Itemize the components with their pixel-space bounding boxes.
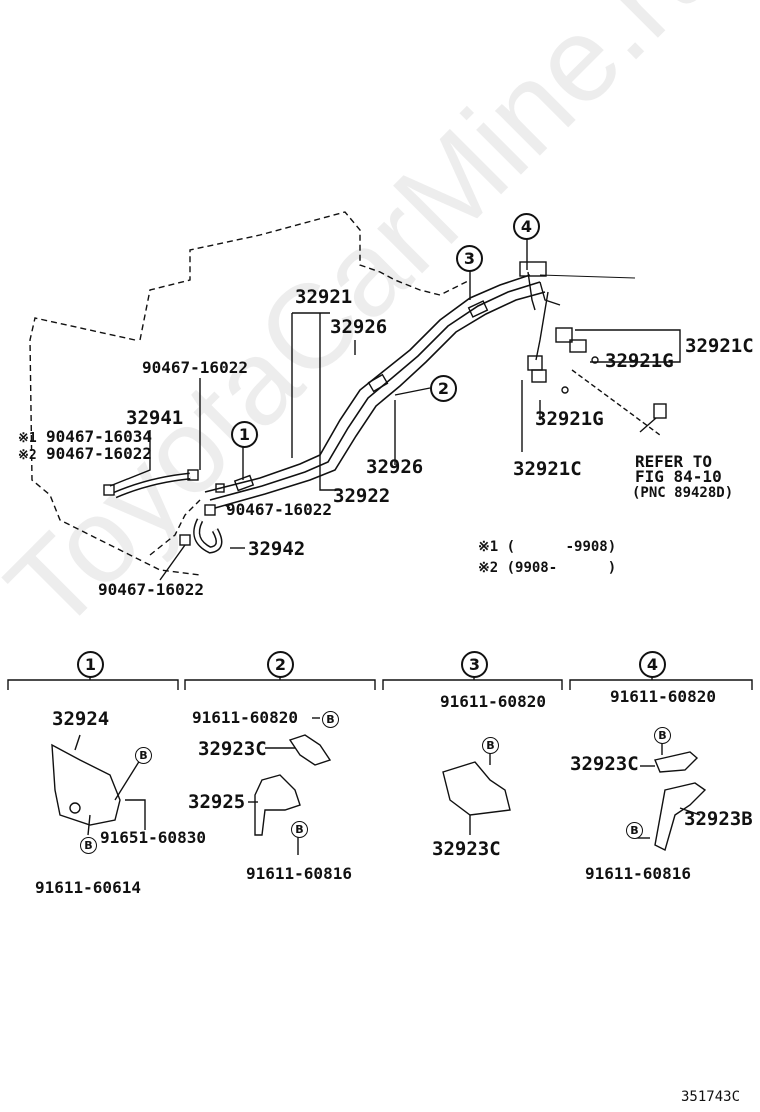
callout-4: 4 (513, 213, 540, 240)
detail-2-bolt-mark-2: B (291, 821, 308, 838)
detail-2-part-91611-60820: 91611-60820 (192, 708, 298, 727)
part-32941: 32941 (126, 407, 184, 429)
detail-3-part-32923C: 32923C (432, 838, 501, 860)
clamp-90467-lower: 90467-16022 (98, 580, 204, 599)
part-32921G-right: 32921G (605, 350, 674, 372)
note-x1: ※1 ( -9908) (478, 539, 617, 555)
clamp-32923C-d4 (654, 751, 699, 773)
detail-3-bolt-mark: B (482, 737, 499, 754)
detail-4-part-91611-60816: 91611-60816 (585, 864, 691, 883)
detail-2-number: 2 (267, 651, 294, 678)
part-32942: 32942 (248, 538, 306, 560)
tube-clamp-2 (367, 373, 389, 393)
tube-clamp-1 (233, 474, 255, 492)
detail-3-number: 3 (461, 651, 488, 678)
callout-2: 2 (430, 375, 457, 402)
detail-2-part-32923C: 32923C (198, 738, 267, 760)
callout-1: 1 (231, 421, 258, 448)
union-32921C-top (555, 327, 573, 343)
part-32926-bottom: 32926 (366, 456, 424, 478)
detail-4-part-91611-60820: 91611-60820 (610, 687, 716, 706)
part-32926-top: 32926 (330, 316, 388, 338)
detail-4-part-32923B: 32923B (684, 808, 753, 830)
part-32922: 32922 (333, 485, 391, 507)
detail-1-part-91611: 91611-60614 (35, 878, 141, 897)
detail-2-part-32925: 32925 (188, 791, 246, 813)
clamp-90467-center: 90467-16022 (226, 500, 332, 519)
mark-x1: ※1 (18, 431, 37, 446)
detail-2-part-91611-60816: 91611-60816 (246, 864, 352, 883)
mark-x2: ※2 (18, 448, 37, 463)
detail-4-bolt-mark-2: B (626, 822, 643, 839)
bracket-32925 (254, 774, 301, 836)
tube-clamp-4 (519, 261, 547, 277)
clamp-32923C-d3 (442, 761, 511, 816)
callout-3: 3 (456, 245, 483, 272)
detail-1-part-32924: 32924 (52, 708, 110, 730)
clamp-90467-x1: 90467-16034 (46, 427, 152, 446)
body-outline-lower (149, 499, 201, 556)
sensor-89428D (653, 403, 667, 419)
detail-1-bolt-mark-2: B (80, 837, 97, 854)
detail-1-bolt-mark-1: B (135, 747, 152, 764)
figure-id: 351743C (681, 1089, 741, 1105)
part-32921C-right: 32921C (685, 335, 754, 357)
clamp-90467-upper-left: 90467-16022 (142, 358, 248, 377)
refer-line-2: FIG 84-10 (635, 467, 722, 486)
detail-4-number: 4 (639, 651, 666, 678)
clamp-32923C-d2 (288, 734, 332, 766)
part-32921C-bottom: 32921C (513, 458, 582, 480)
clamp-90467-x2: 90467-16022 (46, 444, 152, 463)
part-32921: 32921 (295, 286, 353, 308)
part-32921G-mid: 32921G (535, 408, 604, 430)
bracket-32923B (654, 782, 707, 852)
union-32921C-left (527, 355, 543, 371)
detail-1-part-91651: 91651-60830 (100, 828, 206, 847)
detail-4-bolt-mark-1: B (654, 727, 671, 744)
bracket-32924 (51, 743, 121, 826)
refer-line-3: (PNC 89428D) (632, 485, 734, 501)
detail-1-number: 1 (77, 651, 104, 678)
note-x2: ※2 (9908- ) (478, 560, 617, 576)
detail-3-part-91611-60820: 91611-60820 (440, 692, 546, 711)
engine-outline (139, 211, 471, 341)
detail-4-part-32923C: 32923C (570, 753, 639, 775)
detail-2-bolt-mark-1: B (322, 711, 339, 728)
refer-line-1: REFER TO (635, 452, 713, 471)
tube-clamp-3 (467, 300, 489, 318)
